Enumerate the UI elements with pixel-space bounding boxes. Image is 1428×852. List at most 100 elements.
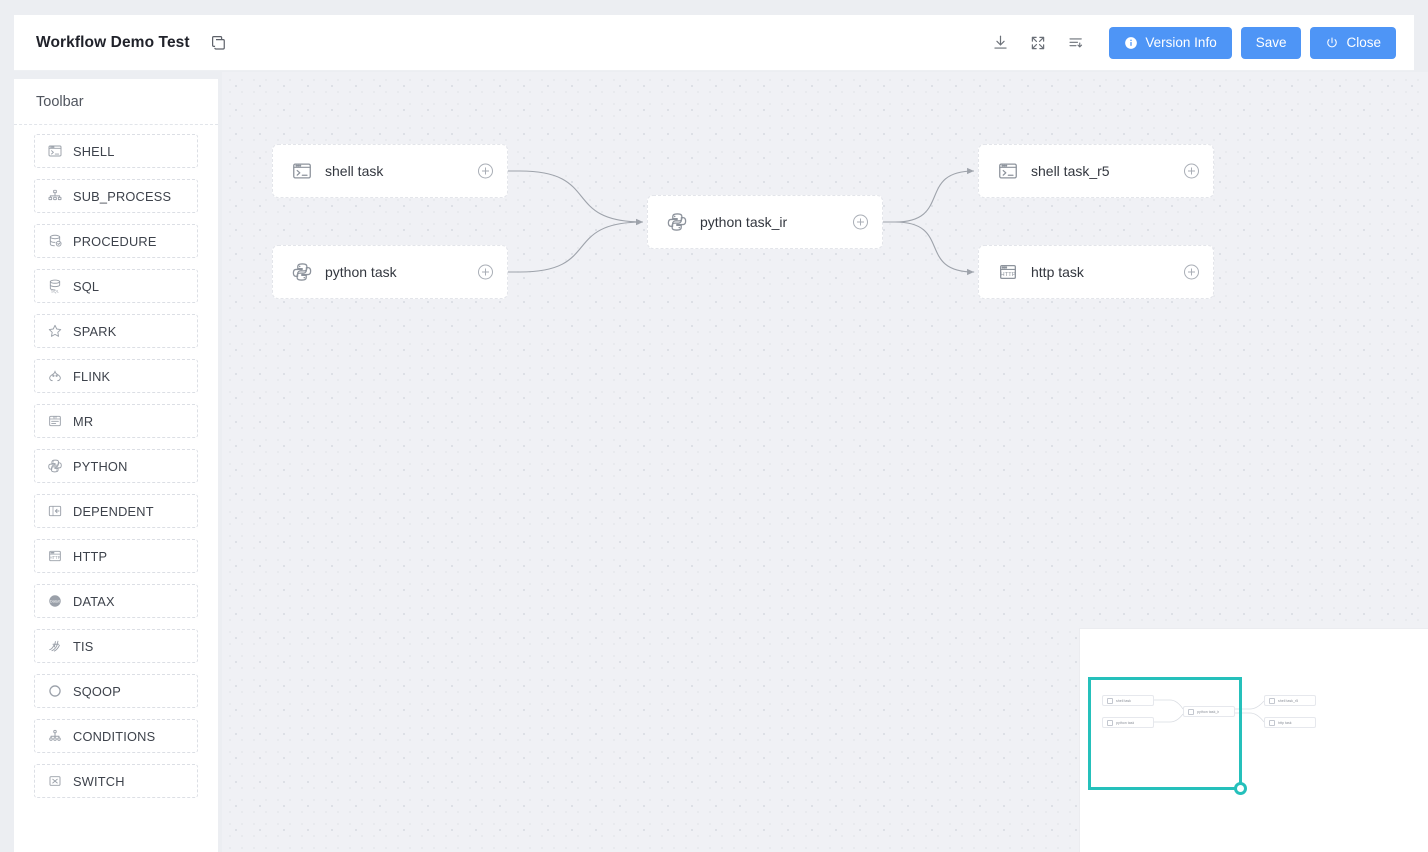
dag-edge[interactable] — [869, 221, 975, 276]
dag-node-http-task[interactable]: HTTP http task — [978, 245, 1214, 299]
dag-node-python-task[interactable]: python task — [272, 245, 508, 299]
python-icon — [46, 457, 64, 475]
dag-edge[interactable] — [869, 167, 975, 223]
minimap-node-icon — [1107, 697, 1113, 704]
toolbar-item-datax[interactable]: DataX DATAX — [34, 584, 198, 618]
toolbar-item-sql[interactable]: SQL SQL — [34, 269, 198, 303]
header-actions: Version Info Save Close — [981, 24, 1414, 62]
toolbar-item-mr[interactable]: MR MR — [34, 404, 198, 438]
switch-icon — [46, 772, 64, 790]
save-label: Save — [1255, 35, 1287, 50]
minimap-edges — [1154, 699, 1265, 723]
page-title: Workflow Demo Test — [36, 33, 190, 51]
svg-text:DataX: DataX — [50, 599, 61, 603]
toolbar-heading: Toolbar — [14, 79, 218, 125]
toolbar-item-label: SHELL — [73, 143, 115, 159]
minimap-node-label: python task — [1116, 720, 1135, 725]
dag-edge[interactable] — [494, 170, 644, 226]
minimap-node-label: shell task_r5 — [1278, 698, 1299, 703]
svg-text:MR: MR — [53, 416, 57, 420]
title-area: Workflow Demo Test — [36, 34, 228, 52]
fullscreen-icon[interactable] — [1019, 24, 1057, 62]
python-icon — [665, 210, 689, 234]
toolbar-item-label: DATAX — [73, 593, 115, 609]
toolbar-item-label: TIS — [73, 638, 94, 654]
minimap-node: shell task_r5 — [1264, 695, 1316, 706]
toolbar-item-spark[interactable]: SPARK — [34, 314, 198, 348]
toolbar-item-label: PYTHON — [73, 458, 128, 474]
minimap-graph: shell task python task python task_ir shell… — [1080, 629, 1428, 852]
toolbar-item-switch[interactable]: SWITCH — [34, 764, 198, 798]
node-output-port[interactable] — [478, 264, 493, 280]
dag-node-shell-task[interactable]: shell task — [272, 144, 508, 198]
node-output-port[interactable] — [478, 163, 493, 179]
toolbar-item-conditions[interactable]: CONDITIONS — [34, 719, 198, 753]
toolbar-item-tis[interactable]: TIS — [34, 629, 198, 663]
minimap-node-icon — [1269, 697, 1275, 704]
download-icon[interactable] — [981, 24, 1019, 62]
minimap-viewport[interactable] — [1088, 677, 1247, 795]
close-button[interactable]: Close — [1310, 26, 1396, 59]
toolbar-item-label: SPARK — [73, 323, 117, 339]
flink-icon — [46, 367, 64, 385]
python-icon — [290, 260, 314, 284]
minimap-node: python task_ir — [1183, 706, 1235, 717]
toolbar-item-label: DEPENDENT — [73, 503, 154, 519]
sql-icon: SQL — [46, 277, 64, 295]
toolbar-item-dependent[interactable]: DEPENDENT — [34, 494, 198, 528]
toolbar-item-shell[interactable]: SHELL — [34, 134, 198, 168]
toolbar-item-python[interactable]: PYTHON — [34, 449, 198, 483]
save-button[interactable]: Save — [1240, 26, 1302, 59]
minimap-node-icon — [1107, 719, 1113, 726]
svg-text:SQL: SQL — [51, 288, 60, 293]
shell-icon — [46, 142, 64, 160]
dag-node-label: http task — [1031, 264, 1084, 280]
shell-icon — [290, 159, 314, 183]
dag-node-label: python task — [325, 264, 397, 280]
spark-icon — [46, 322, 64, 340]
minimap-resize-handle[interactable] — [1234, 782, 1247, 795]
minimap-node: python task — [1102, 717, 1154, 728]
toolbar-item-label: SQL — [73, 278, 100, 294]
svg-text:HTTP: HTTP — [1000, 272, 1015, 278]
sqoop-icon — [46, 682, 64, 700]
minimap-node-label: http task — [1278, 720, 1292, 725]
copy-icon[interactable] — [210, 34, 228, 52]
version-info-label: Version Info — [1145, 35, 1217, 50]
node-output-port[interactable] — [1184, 264, 1199, 280]
toolbar-item-label: SQOOP — [73, 683, 121, 699]
version-info-button[interactable]: Version Info — [1109, 26, 1232, 59]
minimap-node-label: shell task — [1116, 698, 1131, 703]
minimap-node-icon — [1188, 708, 1194, 715]
toolbar-item-label: MR — [73, 413, 94, 429]
toolbar-item-label: FLINK — [73, 368, 111, 384]
app-header: Workflow Demo Test — [14, 15, 1414, 71]
dag-node-shell-task-r5[interactable]: shell task_r5 — [978, 144, 1214, 198]
toolbar-item-flink[interactable]: FLINK — [34, 359, 198, 393]
dependent-icon — [46, 502, 64, 520]
dag-edge[interactable] — [494, 218, 644, 273]
toolbar-item-label: CONDITIONS — [73, 728, 156, 744]
node-output-port[interactable] — [853, 214, 868, 230]
minimap-node-label: python task_ir — [1197, 709, 1220, 714]
toolbar-item-sub_process[interactable]: SUB_PROCESS — [34, 179, 198, 213]
minimap-node-icon — [1269, 719, 1275, 726]
mr-icon: MR — [46, 412, 64, 430]
minimap-panel[interactable]: shell task python task python task_ir shell… — [1080, 629, 1428, 852]
toolbar-item-label: PROCEDURE — [73, 233, 157, 249]
toolbar-item-list: SHELL SUB_PROCESS PROCEDURE SQL SQL SPARK FLIN… — [14, 125, 218, 819]
tis-icon — [46, 637, 64, 655]
svg-text:HTTP: HTTP — [49, 555, 60, 560]
http-icon: HTTP — [46, 547, 64, 565]
toolbar-item-sqoop[interactable]: SQOOP — [34, 674, 198, 708]
format-icon[interactable] — [1057, 24, 1095, 62]
toolbar-item-procedure[interactable]: PROCEDURE — [34, 224, 198, 258]
node-output-port[interactable] — [1184, 163, 1199, 179]
http-icon: HTTP — [996, 260, 1020, 284]
minimap-node: shell task — [1102, 695, 1154, 706]
dag-node-python-task-ir[interactable]: python task_ir — [647, 195, 883, 249]
